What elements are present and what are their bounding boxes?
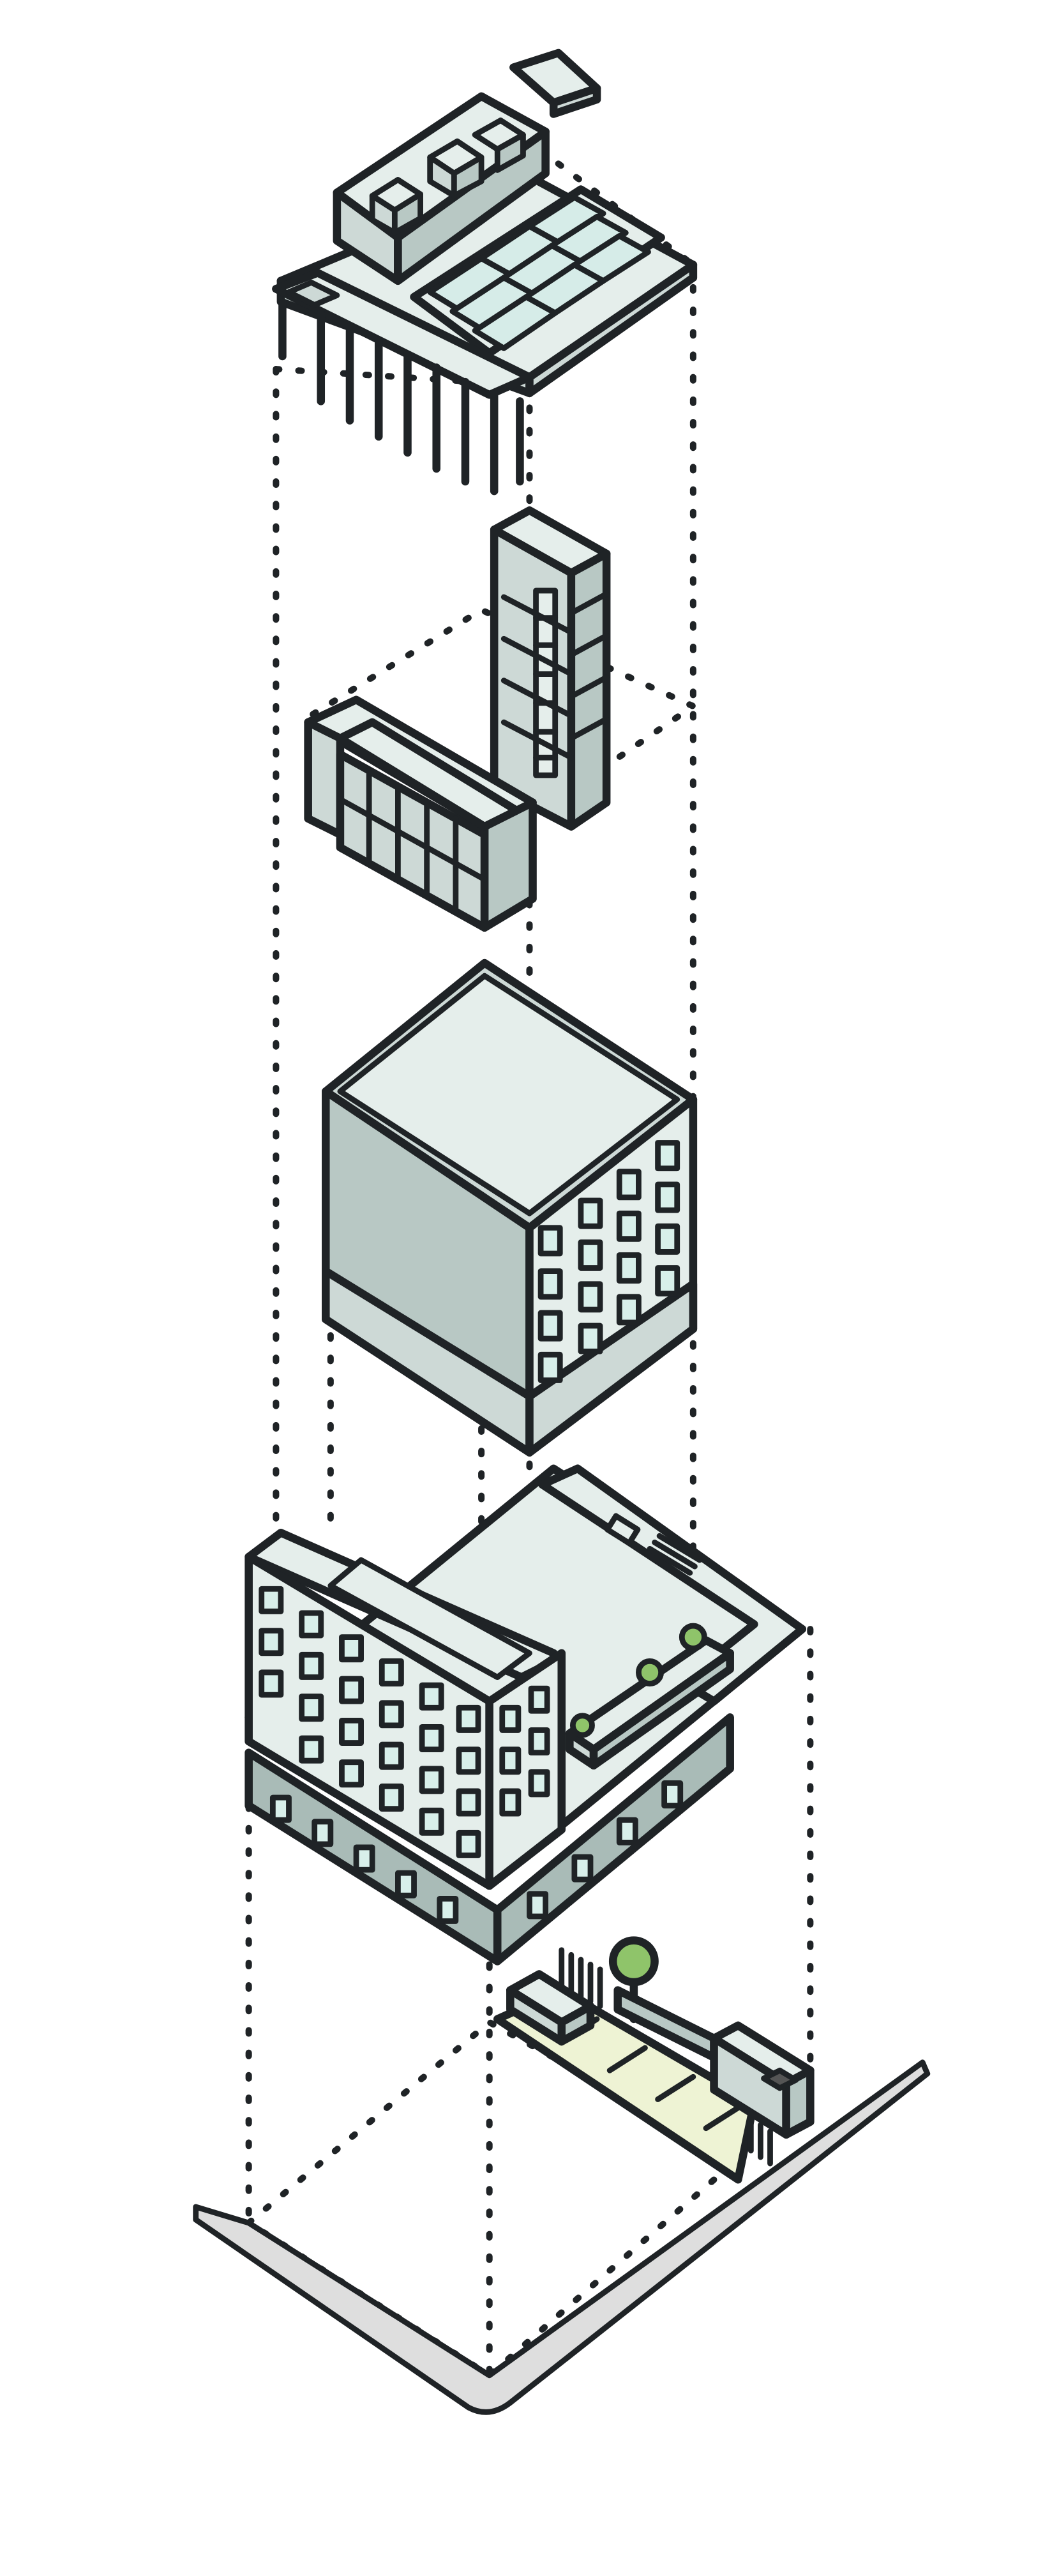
tree-icon xyxy=(636,1658,664,1686)
podium-windows xyxy=(259,1586,550,1858)
upper-volume-windows xyxy=(537,1140,680,1383)
terrace-stairs xyxy=(605,1513,703,1576)
tree-icon xyxy=(679,1623,707,1651)
roof-level xyxy=(272,49,698,496)
roof-canopy xyxy=(272,268,534,399)
core-stair xyxy=(500,587,610,778)
tree-icon xyxy=(608,1936,659,1987)
planters xyxy=(566,1623,734,1770)
courtyard-fence xyxy=(559,1947,603,2010)
upper-volume xyxy=(322,958,698,1457)
ground-floor-windows xyxy=(269,1780,684,1924)
tree-icon xyxy=(569,1713,595,1738)
podium xyxy=(244,1464,807,1966)
solar-panels xyxy=(427,194,651,351)
street-corner xyxy=(193,2059,931,2415)
core-front xyxy=(490,526,576,831)
site xyxy=(193,1936,931,2415)
core-and-wing xyxy=(304,506,611,932)
wing-grid xyxy=(337,768,488,915)
canopy-fins xyxy=(278,298,524,496)
